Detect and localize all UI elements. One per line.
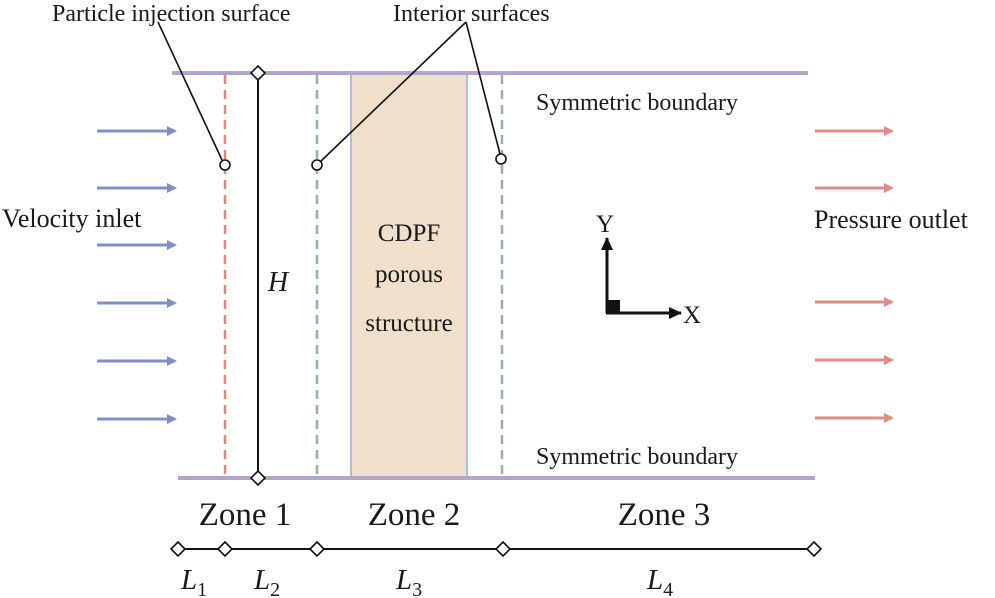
length-label-l1: L1 (180, 564, 207, 598)
pressure-outlet-label: Pressure outlet (814, 205, 969, 234)
interior-surface-marker-left (311, 159, 323, 171)
interior-surfaces-label: Interior surfaces (393, 1, 550, 27)
cdpf-label-line3: structure (365, 310, 452, 337)
zone-3-label: Zone 3 (618, 497, 711, 533)
inlet-arrows (97, 126, 177, 424)
interior-leader-line-right (465, 21, 501, 155)
cdpf-label-line2: porous (375, 261, 443, 288)
cdpf-porous-region (350, 72, 468, 479)
zone-1-label: Zone 1 (199, 497, 292, 533)
cdpf-label-line1: CDPF (378, 220, 441, 247)
length-label-l3: L3 (395, 564, 422, 598)
injection-surface-marker (219, 159, 231, 171)
outlet-arrows (815, 126, 894, 423)
velocity-inlet-label: Velocity inlet (2, 204, 142, 233)
length-label-l4: L4 (646, 564, 673, 598)
symmetric-boundary-bottom-label: Symmetric boundary (536, 444, 738, 470)
height-bottom-diamond (249, 469, 267, 487)
interior-surface-marker-right (495, 153, 507, 165)
coordinate-axes (601, 237, 682, 319)
injection-leader-line (157, 21, 223, 161)
x-axis-label: X (683, 302, 701, 329)
height-label: H (267, 267, 290, 298)
length-dimension-ticks (169, 540, 823, 558)
length-tick-diamond (805, 540, 823, 558)
height-top-diamond (249, 64, 267, 82)
y-axis-label: Y (596, 211, 614, 238)
interior-leader-line-left (320, 21, 467, 162)
length-label-l2: L2 (253, 564, 280, 598)
particle-injection-label: Particle injection surface (52, 1, 291, 27)
length-tick-diamond (308, 540, 326, 558)
length-tick-diamond (216, 540, 234, 558)
symmetric-boundary-top-label: Symmetric boundary (536, 90, 738, 116)
length-tick-diamond (494, 540, 512, 558)
zone-2-label: Zone 2 (368, 497, 461, 533)
length-tick-diamond (169, 540, 187, 558)
axis-origin-square (608, 300, 620, 312)
